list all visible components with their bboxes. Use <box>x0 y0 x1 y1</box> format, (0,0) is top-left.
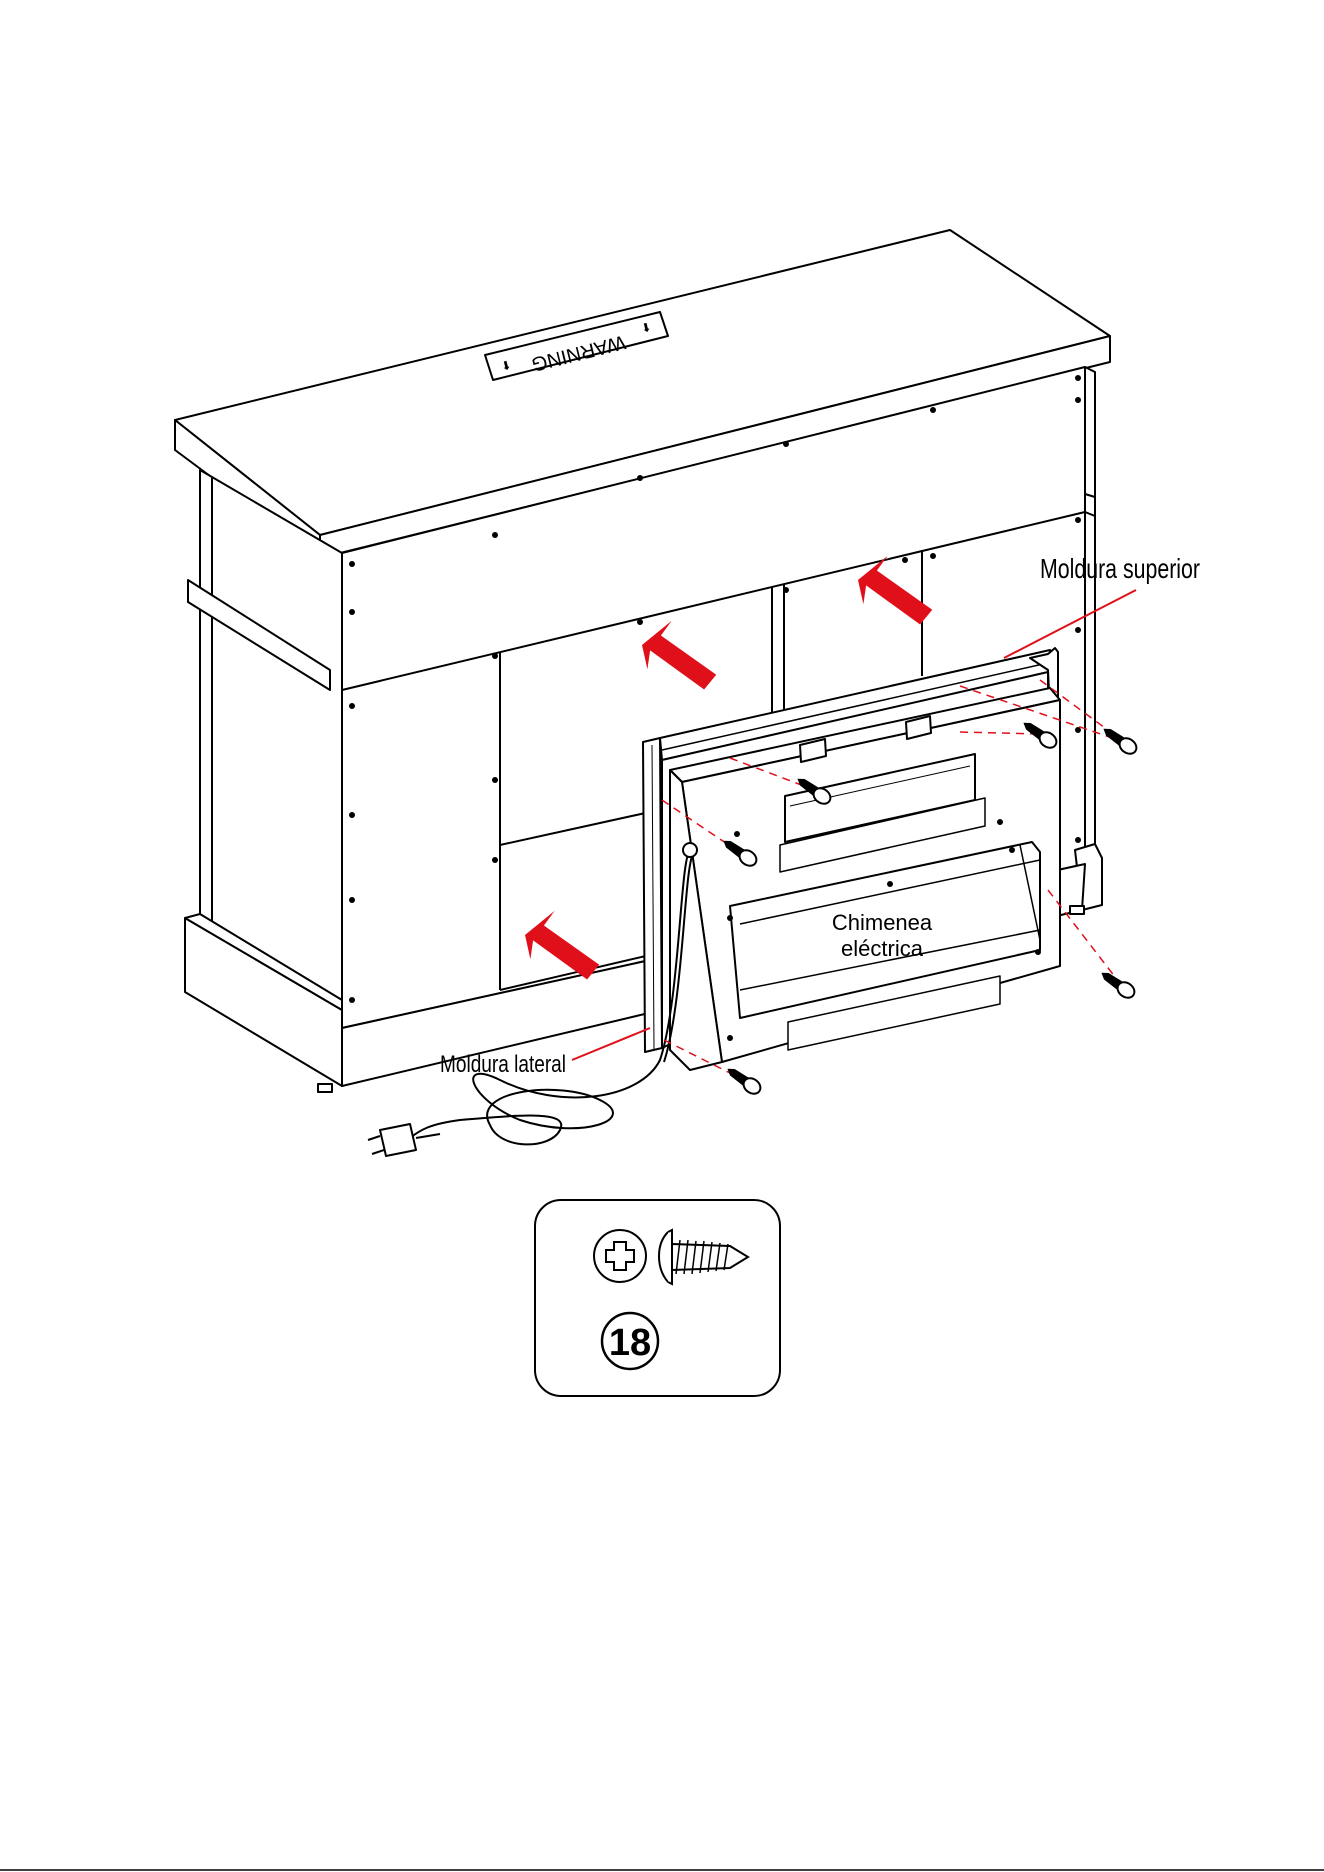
screw-6 <box>723 1063 763 1097</box>
screw-1 <box>1099 723 1139 757</box>
phillips-head-icon <box>594 1230 646 1282</box>
leader-moldura-lateral <box>572 1028 650 1060</box>
label-moldura-lateral: Moldura lateral <box>440 1051 566 1078</box>
label-chimenea-line2: eléctrica <box>841 936 924 961</box>
label-chimenea-line1: Chimenea <box>832 910 933 935</box>
label-moldura-superior: Moldura superior <box>1040 553 1200 584</box>
cabinet-right-end <box>1085 367 1095 875</box>
hardware-legend: 18 <box>535 1200 780 1396</box>
screw-5 <box>1097 967 1137 1001</box>
part-number: 18 <box>609 1322 651 1364</box>
